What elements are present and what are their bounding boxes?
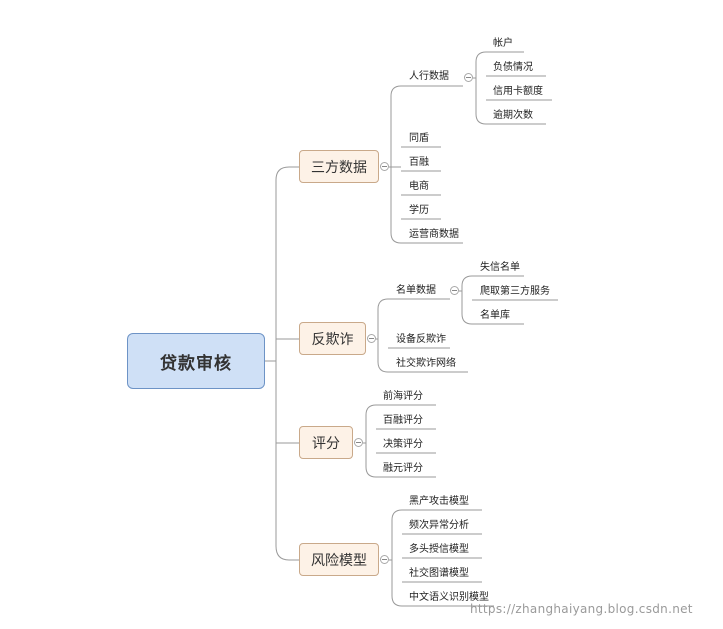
node-bairong-score[interactable]: 百融评分: [383, 415, 423, 426]
node-semantic-model[interactable]: 中文语义识别模型: [409, 592, 489, 603]
connector-line: [275, 166, 290, 561]
connector-line: [377, 298, 389, 373]
branch-risk-model[interactable]: 风险模型: [299, 543, 379, 576]
node-decision-score[interactable]: 决策评分: [383, 439, 423, 450]
node-qianhai-score[interactable]: 前海评分: [383, 391, 423, 402]
node-list-data[interactable]: 名单数据: [396, 285, 436, 296]
collapse-toggle-icon[interactable]: [367, 334, 376, 343]
node-bairong[interactable]: 百融: [409, 157, 429, 168]
node-blackmarket-model[interactable]: 黑产攻击模型: [409, 496, 469, 507]
collapse-toggle-icon[interactable]: [354, 438, 363, 447]
node-frequency-anomaly[interactable]: 频次异常分析: [409, 520, 469, 531]
node-debt[interactable]: 负债情况: [493, 62, 533, 73]
branch-scoring[interactable]: 评分: [299, 426, 353, 459]
connector-line: [391, 509, 403, 607]
node-account[interactable]: 帐户: [493, 38, 513, 49]
node-ecommerce[interactable]: 电商: [409, 181, 429, 192]
node-rongyuan-score[interactable]: 融元评分: [383, 463, 423, 474]
connector-line: [390, 85, 402, 244]
node-device-antifraud[interactable]: 设备反欺诈: [396, 334, 446, 345]
node-multi-credit-model[interactable]: 多头授信模型: [409, 544, 469, 555]
node-overdue-count[interactable]: 逾期次数: [493, 110, 533, 121]
collapse-toggle-icon[interactable]: [464, 73, 473, 82]
node-carrier-data[interactable]: 运营商数据: [409, 229, 459, 240]
node-pboc-data[interactable]: 人行数据: [409, 71, 449, 82]
connector-line: [365, 404, 377, 478]
branch-anti-fraud[interactable]: 反欺诈: [299, 322, 366, 355]
node-list-library[interactable]: 名单库: [480, 310, 510, 321]
node-dishonest-list[interactable]: 失信名单: [480, 262, 520, 273]
node-social-fraud-network[interactable]: 社交欺诈网络: [396, 358, 456, 369]
collapse-toggle-icon[interactable]: [380, 162, 389, 171]
collapse-toggle-icon[interactable]: [450, 286, 459, 295]
root-node[interactable]: 贷款审核: [127, 333, 265, 389]
collapse-toggle-icon[interactable]: [380, 555, 389, 564]
node-education[interactable]: 学历: [409, 205, 429, 216]
node-social-graph-model[interactable]: 社交图谱模型: [409, 568, 469, 579]
node-third-party-crawl[interactable]: 爬取第三方服务: [480, 286, 550, 297]
branch-third-party-data[interactable]: 三方数据: [299, 150, 379, 183]
node-tongdun[interactable]: 同盾: [409, 133, 429, 144]
connector-line: [461, 275, 473, 325]
node-credit-limit[interactable]: 信用卡额度: [493, 86, 543, 97]
watermark: https://zhanghaiyang.blog.csdn.net: [470, 602, 693, 616]
connector-line: [475, 51, 487, 125]
